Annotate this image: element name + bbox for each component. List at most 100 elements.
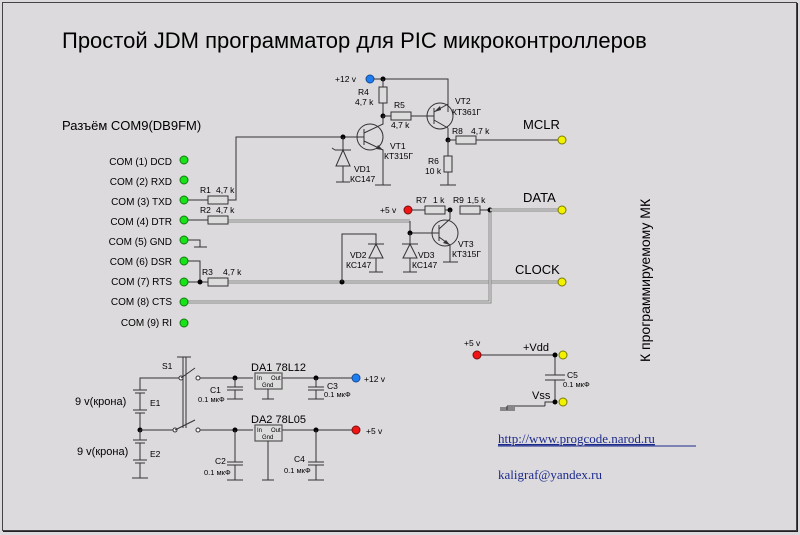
r7-value: 1 k: [433, 195, 445, 205]
r8-value: 4,7 k: [471, 126, 490, 136]
capacitor-c1: [227, 378, 243, 400]
resistor-r3: [207, 277, 229, 287]
s1-label: S1: [162, 361, 173, 371]
vt1-name: VT1: [390, 141, 406, 151]
com-pin-4[interactable]: [179, 215, 189, 225]
capacitor-c3: [308, 378, 324, 400]
transistor-vt2: [426, 102, 454, 130]
c1-name: C1: [210, 385, 221, 395]
r1-value: 4,7 k: [216, 185, 235, 195]
resistor-r8: [455, 135, 477, 145]
data-pin[interactable]: [557, 205, 567, 215]
da1-label: DA1 78L12: [251, 362, 306, 374]
com-pin-label: COM (9) RI: [121, 318, 172, 329]
side-label: К программируемому МК: [637, 198, 653, 362]
da1-in: In: [257, 376, 262, 382]
gnd-symbol: [184, 239, 207, 248]
vt3-name: VT3: [458, 239, 474, 249]
com-pin-3[interactable]: [179, 195, 189, 205]
out-5v-pin[interactable]: [351, 425, 361, 435]
r5-value: 4,7 k: [391, 120, 410, 130]
c4-name: C4: [294, 454, 305, 464]
out-12v-label: +12 v: [364, 374, 386, 384]
transistor-vt3: [430, 210, 459, 263]
da2-label: DA2 78L05: [251, 414, 306, 426]
switch-s1[interactable]: [172, 356, 201, 433]
r4-value: 4,7 k: [355, 97, 374, 107]
resistor-r7: [424, 205, 446, 215]
com-pin-label: COM (2) RXD: [110, 177, 172, 188]
out-5v-label: +5 v: [366, 426, 383, 436]
e2-label: E2: [150, 449, 161, 459]
vdd-label: +Vdd: [523, 342, 549, 354]
r2-value: 4,7 k: [216, 205, 235, 215]
com-pin-9[interactable]: [179, 318, 189, 328]
r5-name: R5: [394, 100, 405, 110]
c2-value: 0.1 мкФ: [204, 468, 231, 477]
wire-dsr: [184, 260, 201, 281]
vd3-type: КС147: [412, 260, 437, 270]
website-link[interactable]: http://www.progcode.narod.ru: [498, 431, 655, 446]
r1-name: R1: [200, 185, 211, 195]
vd1-name: VD1: [354, 164, 371, 174]
zener-vd1: [331, 137, 351, 183]
c3-value: 0.1 мкФ: [324, 390, 351, 399]
junction: [197, 279, 203, 285]
resistor-r6: [443, 155, 453, 173]
com-pin-2[interactable]: [179, 175, 189, 185]
r9-value: 1,5 k: [467, 195, 486, 205]
vss-pin[interactable]: [558, 397, 568, 407]
com-pin-1[interactable]: [179, 155, 189, 165]
c1-value: 0.1 мкФ: [198, 395, 225, 404]
com-pin-label: COM (6) DSR: [110, 257, 172, 268]
power-5v-label: +5 v: [380, 205, 397, 215]
r9-name: R9: [453, 195, 464, 205]
resistor-r1: [207, 195, 229, 205]
r7-name: R7: [416, 195, 427, 205]
power-5v-pin[interactable]: [403, 205, 413, 215]
email-link[interactable]: kaligraf@yandex.ru: [498, 467, 603, 482]
battery2-label: 9 v(крона): [77, 446, 128, 458]
battery1-label: 9 v(крона): [75, 396, 126, 408]
data-label: DATA: [523, 190, 556, 205]
mclr-pin[interactable]: [557, 135, 567, 145]
da2-out: Out: [271, 428, 281, 434]
com-pin-6[interactable]: [179, 256, 189, 266]
com-pin-8[interactable]: [179, 297, 189, 307]
vdd-5v-pin[interactable]: [472, 350, 482, 360]
r3-value: 4,7 k: [223, 267, 242, 277]
r6-value: 10 k: [425, 166, 442, 176]
capacitor-c2: [227, 430, 243, 481]
vt1-type: КТ315Г: [384, 151, 413, 161]
vdd-5v-label: +5 v: [464, 338, 481, 348]
da1-out: Out: [271, 376, 281, 382]
zener-vd3: [402, 233, 418, 273]
vd2-name: VD2: [350, 250, 367, 260]
vdd-pin[interactable]: [558, 350, 568, 360]
com-pin-5[interactable]: [179, 235, 189, 245]
vd1-type: КС147: [350, 174, 375, 184]
power-12v-pin[interactable]: [365, 74, 375, 84]
r2-name: R2: [200, 205, 211, 215]
c2-name: C2: [215, 456, 226, 466]
resistor-r5: [390, 111, 412, 121]
r3-name: R3: [202, 267, 213, 277]
com-pin-label: COM (3) TXD: [111, 197, 172, 208]
power-12v-label: +12 v: [335, 74, 357, 84]
c5-name: C5: [567, 370, 578, 380]
com-pin-7[interactable]: [179, 277, 189, 287]
vt2-name: VT2: [455, 96, 471, 106]
da2-gnd: Gnd: [262, 435, 273, 441]
wire-cts: [184, 212, 492, 304]
e1-label: E1: [150, 398, 161, 408]
r4-name: R4: [358, 87, 369, 97]
da1-gnd: Gnd: [262, 383, 273, 389]
clock-pin[interactable]: [557, 277, 567, 287]
out-12v-pin[interactable]: [351, 373, 361, 383]
da2-in: In: [257, 428, 262, 434]
resistor-r4: [378, 86, 388, 104]
batteries: [132, 377, 181, 479]
com-pin-label: COM (7) RTS: [111, 277, 172, 288]
c3-name: C3: [327, 381, 338, 391]
